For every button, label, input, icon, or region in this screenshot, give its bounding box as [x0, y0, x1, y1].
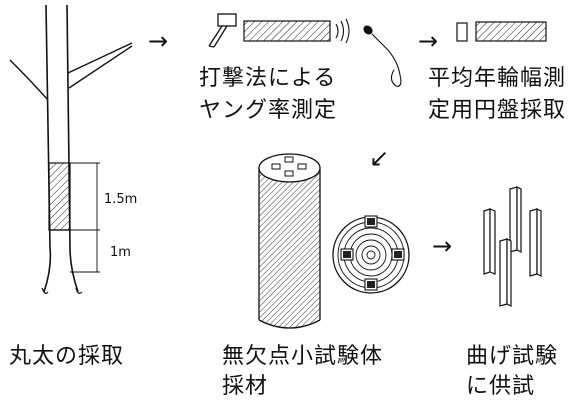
dim-lower-label: 1m — [110, 245, 131, 260]
microphone-icon — [363, 25, 402, 87]
label-clear-specimen-1: 無欠点小試験体 — [222, 344, 384, 369]
bending-specimens — [483, 186, 542, 307]
tree-illustration — [9, 4, 133, 294]
label-bending-test-1: 曲げ試験 — [466, 344, 559, 369]
hammer-icon — [208, 13, 237, 48]
log-sample-section — [48, 162, 71, 231]
label-ring-width-2: 定用円盤採取 — [428, 98, 567, 123]
cross-section-rings — [332, 215, 410, 294]
label-youngs-modulus-2: ヤング率測定 — [199, 98, 338, 123]
sound-wave-icon — [335, 18, 350, 44]
remaining-log-bar — [475, 21, 547, 42]
arrow-down-left: ↙ — [369, 144, 389, 172]
dim-upper-label: 1.5m — [104, 192, 137, 207]
arrow-right-3: → — [432, 232, 452, 260]
test-log-bar — [243, 20, 331, 42]
arrow-right-2: → — [418, 27, 438, 55]
label-log-sampling: 丸太の採取 — [9, 344, 125, 369]
cylinder-specimen — [258, 153, 321, 329]
label-ring-width-1: 平均年輪幅測 — [428, 66, 567, 91]
label-bending-test-2: に供試 — [466, 374, 536, 399]
disk-sample — [456, 22, 468, 42]
arrow-right-1: → — [148, 27, 168, 55]
label-clear-specimen-2: 採材 — [222, 374, 269, 399]
label-youngs-modulus-1: 打撃法による — [199, 66, 337, 91]
